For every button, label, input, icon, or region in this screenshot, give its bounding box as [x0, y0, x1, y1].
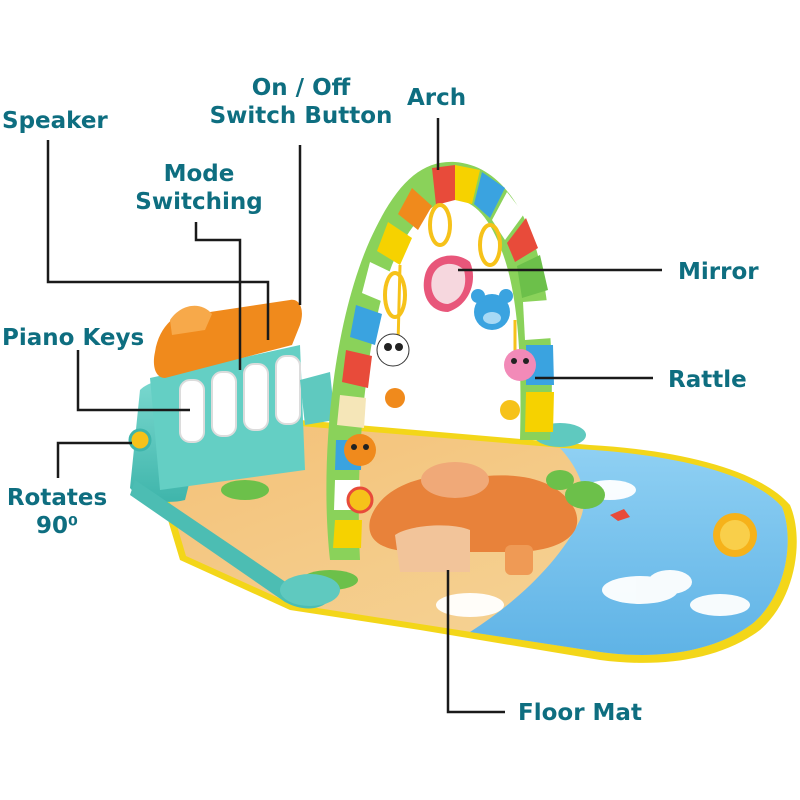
speaker-leader [46, 140, 270, 340]
label-speaker: Speaker [2, 108, 108, 134]
label-on-off-line2: Switch Button [209, 103, 393, 129]
label-rattle: Rattle [668, 367, 747, 393]
floor-mat-leader [446, 570, 505, 714]
label-rotates-line2: 90⁰ [35, 513, 79, 539]
label-arch: Arch [407, 85, 467, 111]
label-mirror: Mirror [678, 259, 759, 285]
keyboard-frame [128, 299, 586, 609]
label-rotates: Rotates 90⁰ [2, 484, 112, 540]
label-on-off-switch: On / Off Switch Button [206, 74, 396, 130]
label-piano-keys: Piano Keys [2, 325, 145, 351]
rattle [500, 320, 536, 420]
label-mode-line1: Mode [163, 161, 235, 187]
mirror [423, 255, 474, 312]
piano-keys-leader [76, 350, 190, 412]
label-mode-line2: Switching [135, 189, 263, 215]
rotates-leader [56, 441, 132, 478]
label-rotates-line1: Rotates [6, 485, 108, 511]
label-on-off-line1: On / Off [251, 75, 351, 101]
arch [326, 161, 554, 560]
leader-lines [46, 118, 662, 714]
label-mode-switching: Mode Switching [126, 160, 272, 216]
mode-leader [194, 222, 242, 370]
label-floor-mat: Floor Mat [518, 700, 642, 726]
